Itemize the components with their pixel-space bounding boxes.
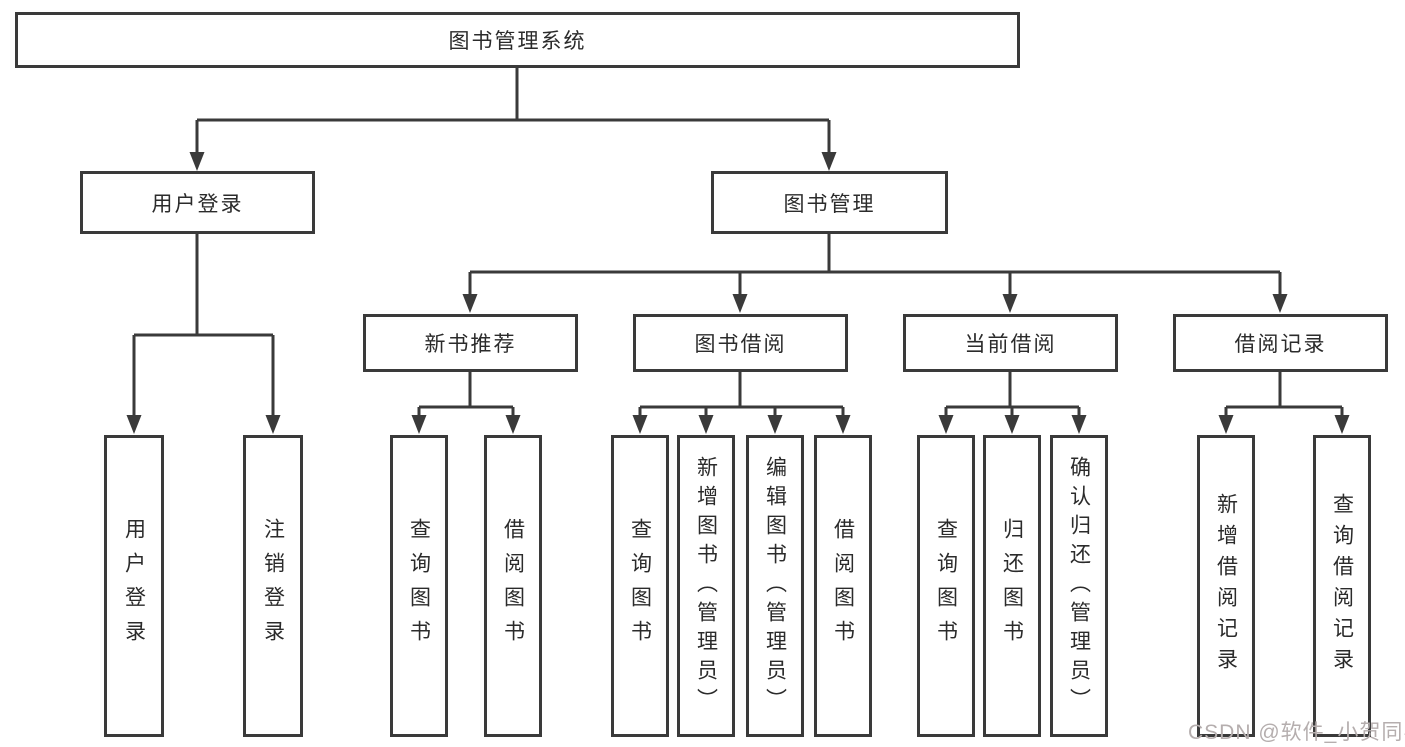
node-borrow-books-recommend: 借阅图书	[484, 435, 542, 737]
csdn-watermark: CSDN @软件_小贺同学	[1188, 721, 1405, 744]
node-label: 用户登录	[122, 518, 146, 654]
node-label: 编辑图书（管理员）	[763, 455, 787, 717]
node-return-books: 归还图书	[983, 435, 1041, 737]
node-user-login: 用户登录	[80, 171, 315, 234]
node-new-book-recommend: 新书推荐	[363, 314, 578, 372]
node-label: 确认归还（管理员）	[1067, 455, 1091, 717]
node-borrow-records: 借阅记录	[1173, 314, 1388, 372]
node-book-management: 图书管理	[711, 171, 948, 234]
node-query-books-recommend: 查询图书	[390, 435, 448, 737]
node-label: 图书借阅	[694, 333, 787, 356]
node-confirm-return-admin: 确认归还（管理员）	[1050, 435, 1108, 737]
node-add-books-admin: 新增图书（管理员）	[677, 435, 735, 737]
node-label: 查询图书	[407, 518, 431, 654]
node-label: 归还图书	[1000, 518, 1024, 654]
arrowheads	[126, 152, 1350, 434]
node-logout-action: 注销登录	[243, 435, 303, 737]
node-current-borrowing: 当前借阅	[903, 314, 1118, 372]
node-label: 查询图书	[628, 518, 652, 654]
node-label: 借阅记录	[1234, 333, 1327, 356]
node-label: 借阅图书	[831, 518, 855, 654]
node-edit-books-admin: 编辑图书（管理员）	[746, 435, 804, 737]
node-label: 图书管理系统	[448, 30, 587, 53]
node-label: 借阅图书	[501, 518, 525, 654]
node-book-borrowing: 图书借阅	[633, 314, 848, 372]
node-label: 查询图书	[934, 518, 958, 654]
node-library-system: 图书管理系统	[15, 12, 1020, 68]
node-add-borrow-record: 新增借阅记录	[1197, 435, 1255, 737]
node-label: 用户登录	[151, 192, 244, 216]
node-label: 注销登录	[261, 518, 285, 654]
node-label: 图书管理	[783, 192, 876, 216]
node-query-borrow-record: 查询借阅记录	[1313, 435, 1371, 737]
node-query-books-current: 查询图书	[917, 435, 975, 737]
node-query-books-borrow: 查询图书	[611, 435, 669, 737]
node-label: 新书推荐	[424, 333, 517, 356]
node-label: 新增图书（管理员）	[694, 455, 718, 717]
node-label: 当前借阅	[964, 333, 1057, 356]
node-user-login-action: 用户登录	[104, 435, 164, 737]
node-label: 新增借阅记录	[1214, 493, 1238, 679]
node-borrow-books-action: 借阅图书	[814, 435, 872, 737]
node-label: 查询借阅记录	[1330, 493, 1354, 679]
